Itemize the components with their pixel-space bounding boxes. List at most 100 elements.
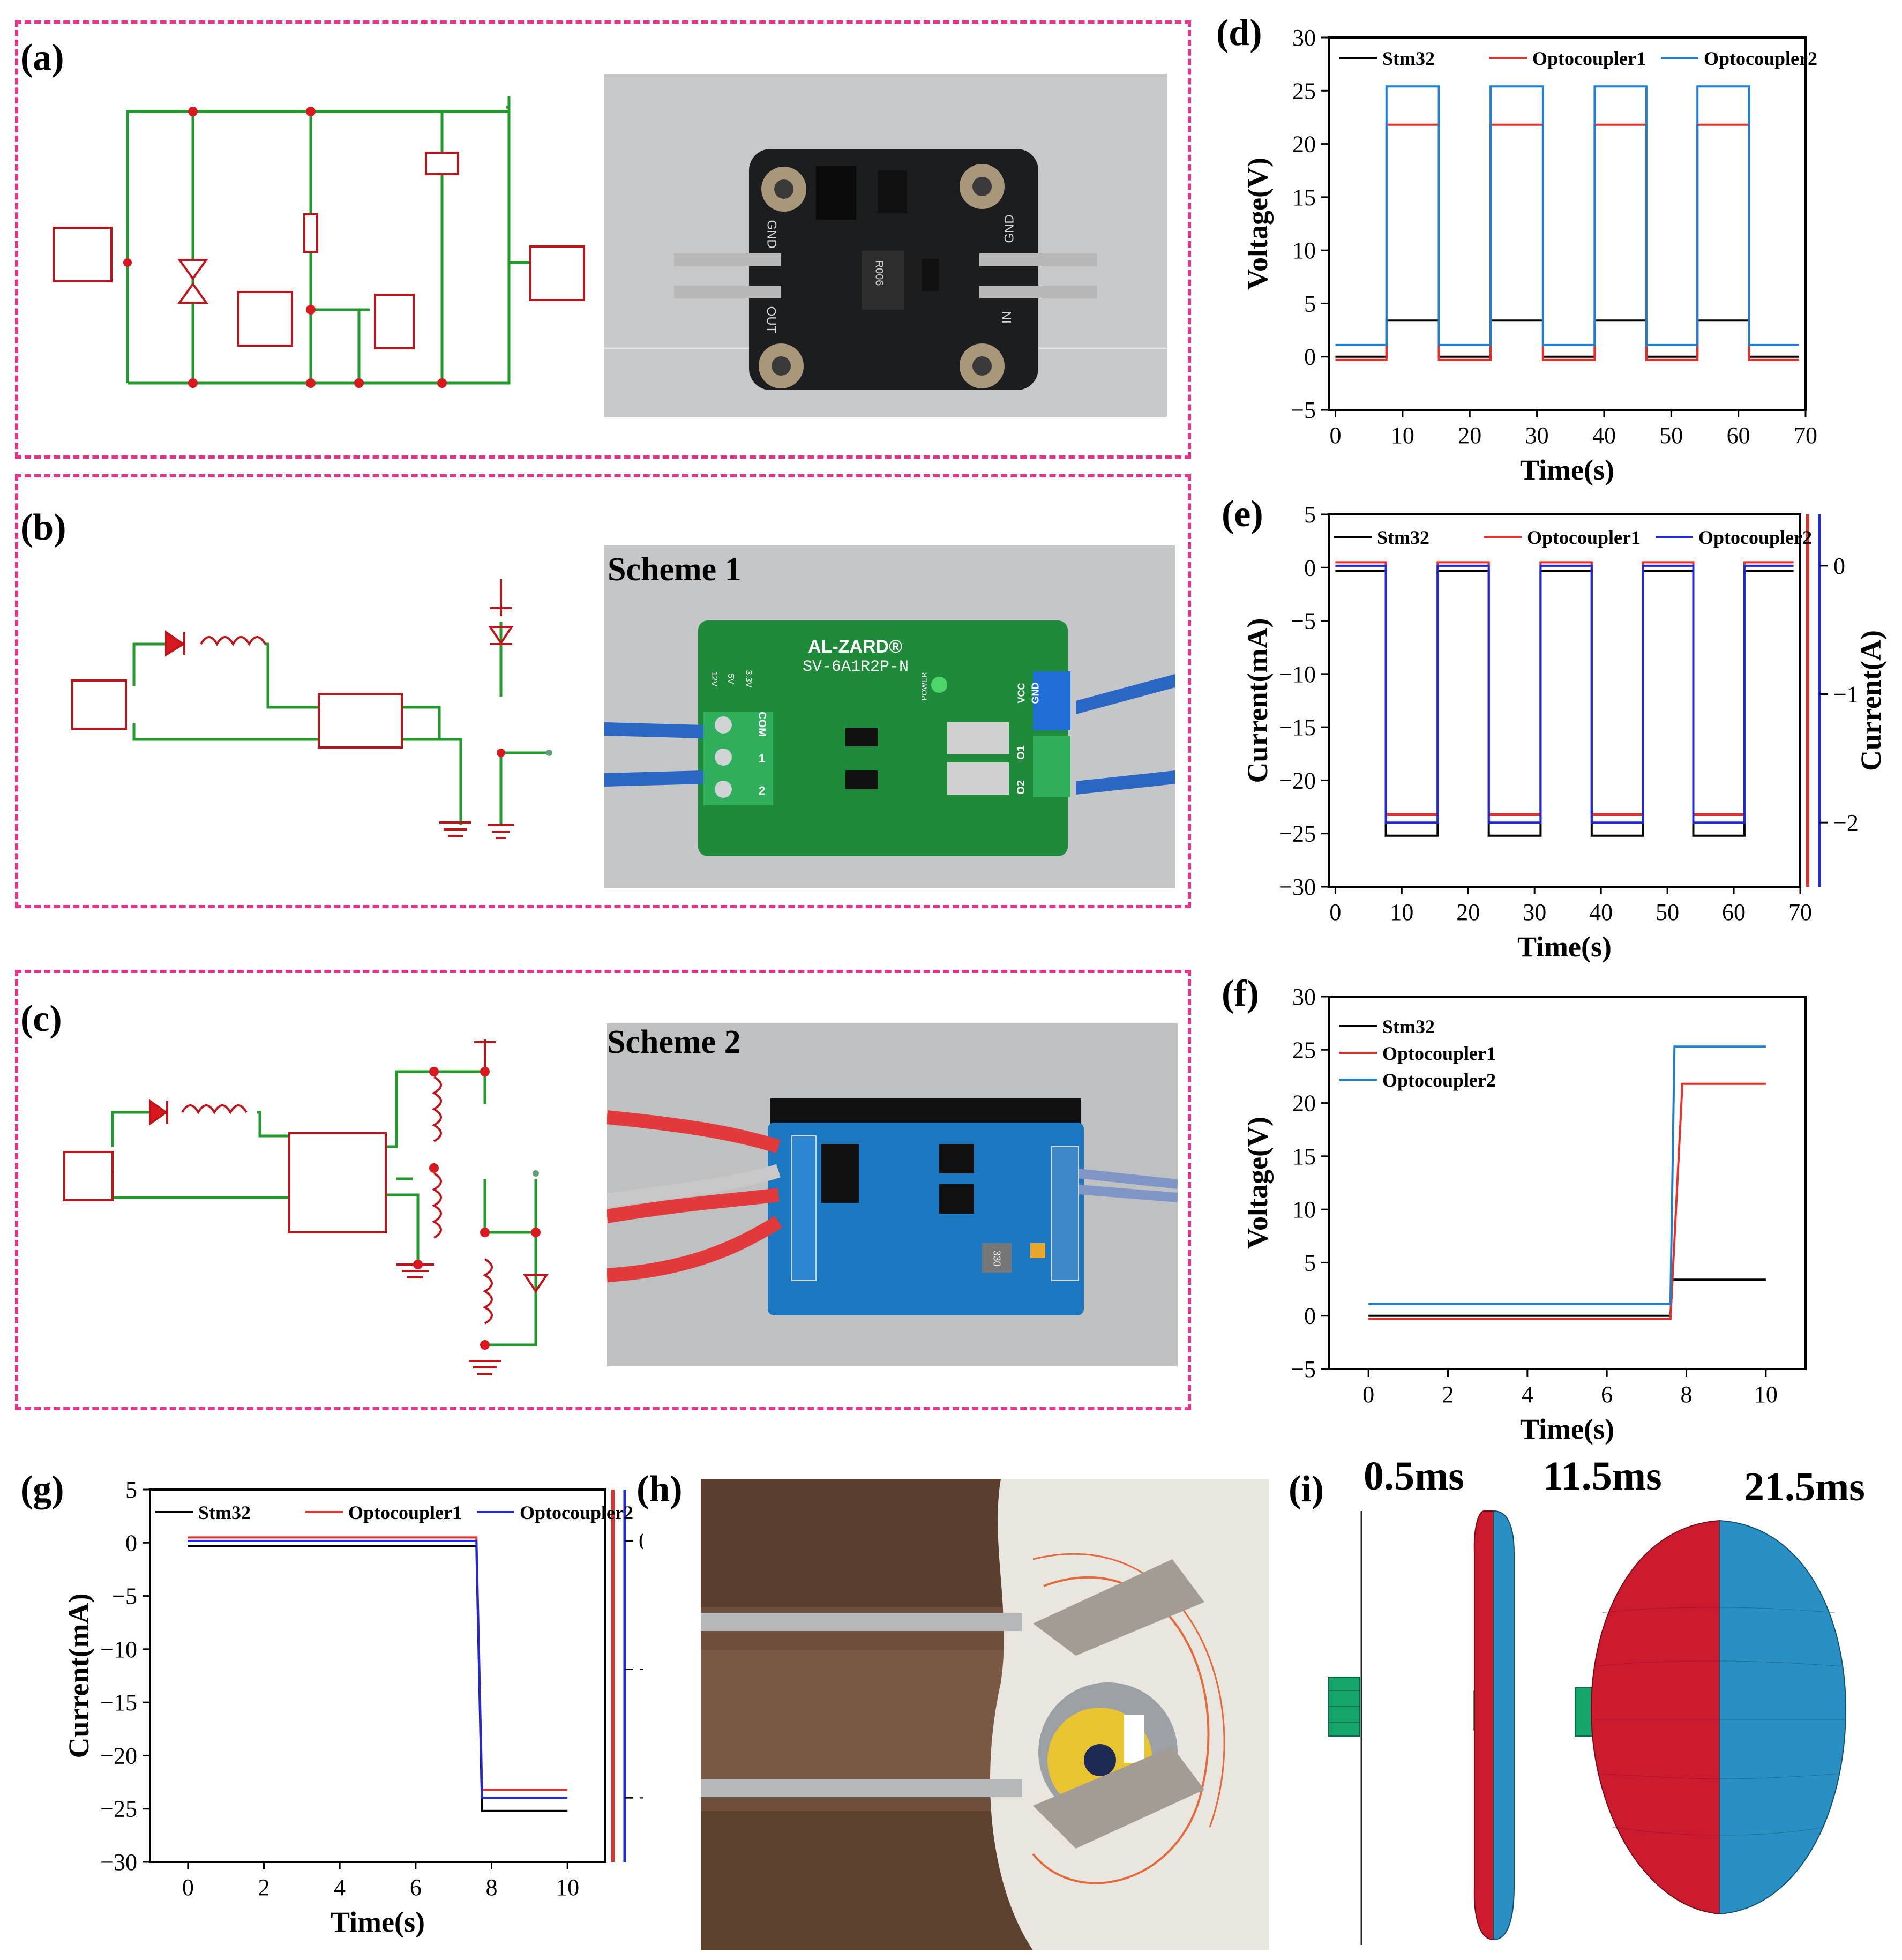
x-tick-label: 30 <box>1525 422 1549 448</box>
module-pin-in: IN <box>1000 311 1014 324</box>
y-tick-label: 0 <box>1304 555 1316 581</box>
scheme2-title: Scheme 2 <box>607 1024 741 1060</box>
plot-frame <box>1328 36 1807 411</box>
panel-label-a: (a) <box>20 37 64 78</box>
x-tick-label: 50 <box>1656 899 1679 925</box>
photo-module-a: R006 GND OUT GND IN <box>604 74 1167 417</box>
x-axis-label: Time(s) <box>1520 1413 1614 1445</box>
series-line-stm32 <box>188 1545 568 1812</box>
panel-label-g: (g) <box>20 1469 64 1510</box>
x-tick-label: 10 <box>1754 1381 1778 1408</box>
scheme1-title: Scheme 1 <box>608 551 742 588</box>
x-tick-label: 0 <box>182 1874 194 1901</box>
legend-label: Optocoupler1 <box>348 1502 462 1523</box>
module-chip-mark: R006 <box>873 260 885 286</box>
module-pin-gnd-left: GND <box>764 220 779 249</box>
legend-label: Stm32 <box>1377 527 1429 548</box>
y-tick-label: 10 <box>1292 1196 1316 1223</box>
panel-c-frame <box>15 970 1191 1410</box>
series-line-optocoupler2 <box>1335 564 1794 824</box>
legend-label: Optocoupler1 <box>1382 1043 1496 1064</box>
x-tick-label: 6 <box>410 1874 422 1901</box>
x-tick-label: 0 <box>1329 899 1341 925</box>
series-line-optocoupler2 <box>188 1539 568 1799</box>
board-voltage-5v: 5V <box>725 674 735 684</box>
module-pin-gnd-right: GND <box>1002 214 1017 243</box>
legend-label: Optocoupler2 <box>1704 48 1817 69</box>
series-line-optocoupler1 <box>188 1536 568 1791</box>
x-tick-label: 50 <box>1659 422 1683 448</box>
board-brand: AL-ZARD® <box>808 637 903 657</box>
panel-label-c: (c) <box>20 998 62 1039</box>
x-axis-label: Time(s) <box>331 1906 425 1938</box>
scheme2-inductor-mark: 330 <box>991 1250 1002 1267</box>
y-tick-label: 5 <box>1304 1250 1316 1276</box>
y2-tick-label: −1 <box>1833 682 1859 708</box>
y-tick-label: −5 <box>112 1583 137 1610</box>
x-tick-label: 30 <box>1523 899 1546 925</box>
y-tick-label: −5 <box>1291 397 1316 423</box>
y-tick-label: 20 <box>1292 1090 1316 1117</box>
x-tick-label: 20 <box>1456 899 1480 925</box>
airbag-simulation <box>1328 1510 1847 1945</box>
panel-label-d: (d) <box>1216 12 1262 54</box>
y-tick-label: 0 <box>125 1530 137 1556</box>
x-tick-label: 8 <box>1681 1381 1693 1408</box>
module-pin-out: OUT <box>763 306 778 334</box>
series-line-optocoupler2 <box>1368 1045 1766 1305</box>
x-tick-label: 2 <box>258 1874 270 1901</box>
x-tick-label: 6 <box>1601 1381 1613 1408</box>
x-tick-label: 8 <box>486 1874 498 1901</box>
y2-tick-label: −2 <box>639 1785 643 1811</box>
y2-tick-label: 0 <box>639 1528 643 1554</box>
panel-a-frame <box>15 20 1191 459</box>
time-label-21-5ms: 21.5ms <box>1744 1464 1865 1509</box>
legend-label: Optocoupler1 <box>1527 527 1641 548</box>
photo-scheme2-board: Scheme 2 330 <box>607 1023 1178 1366</box>
y-tick-label: −10 <box>1279 661 1316 687</box>
x-tick-label: 0 <box>1330 422 1342 448</box>
panel-label-h: (h) <box>637 1469 683 1510</box>
legend-label: Optocoupler1 <box>1532 48 1646 69</box>
x-tick-label: 70 <box>1794 422 1817 448</box>
y-tick-label: 25 <box>1292 1037 1316 1063</box>
y2-tick-label: −2 <box>1833 810 1859 836</box>
plot-frame <box>1328 996 1807 1370</box>
y-tick-label: 0 <box>1304 1303 1316 1329</box>
board-terminal-1: 1 <box>759 752 766 765</box>
y-tick-label: −20 <box>1279 767 1316 794</box>
panel-label-b: (b) <box>20 507 66 548</box>
y-tick-label: −5 <box>1291 1356 1316 1382</box>
photo-scheme1-board: Scheme 1 AL-ZARD® SV-6A1R2P-N POWER COM … <box>604 545 1175 888</box>
x-axis-label: Time(s) <box>1520 454 1614 486</box>
x-tick-label: 20 <box>1458 422 1481 448</box>
y-tick-label: 20 <box>1292 131 1316 158</box>
legend-label: Optocoupler2 <box>520 1502 633 1523</box>
y-tick-label: −25 <box>1279 821 1316 847</box>
x-tick-label: 70 <box>1788 899 1812 925</box>
x-tick-label: 10 <box>556 1874 579 1901</box>
panel-label-e: (e) <box>1222 493 1263 535</box>
board-model: SV-6A1R2P-N <box>803 658 909 676</box>
board-terminal-gnd: GND <box>1030 682 1041 704</box>
x-tick-label: 0 <box>1362 1381 1374 1408</box>
board-terminal-o1: O1 <box>1015 745 1027 760</box>
board-terminal-2: 2 <box>759 784 766 797</box>
legend-label: Stm32 <box>1382 48 1435 69</box>
circuit-diagram-b <box>71 579 552 839</box>
x-tick-label: 10 <box>1391 422 1414 448</box>
panel-label-i: (i) <box>1289 1469 1324 1510</box>
series-line-optocoupler1 <box>1335 123 1799 361</box>
time-label-0-5ms: 0.5ms <box>1364 1454 1464 1499</box>
series-line-optocoupler1 <box>1368 1082 1766 1320</box>
board-terminal-com: COM <box>755 712 768 737</box>
y-tick-label: −30 <box>1279 874 1316 900</box>
x-tick-label: 4 <box>334 1874 346 1901</box>
series-line-stm32 <box>1335 319 1799 358</box>
y-tick-label: 15 <box>1292 184 1316 211</box>
board-terminal-vcc: VCC <box>1016 683 1027 704</box>
